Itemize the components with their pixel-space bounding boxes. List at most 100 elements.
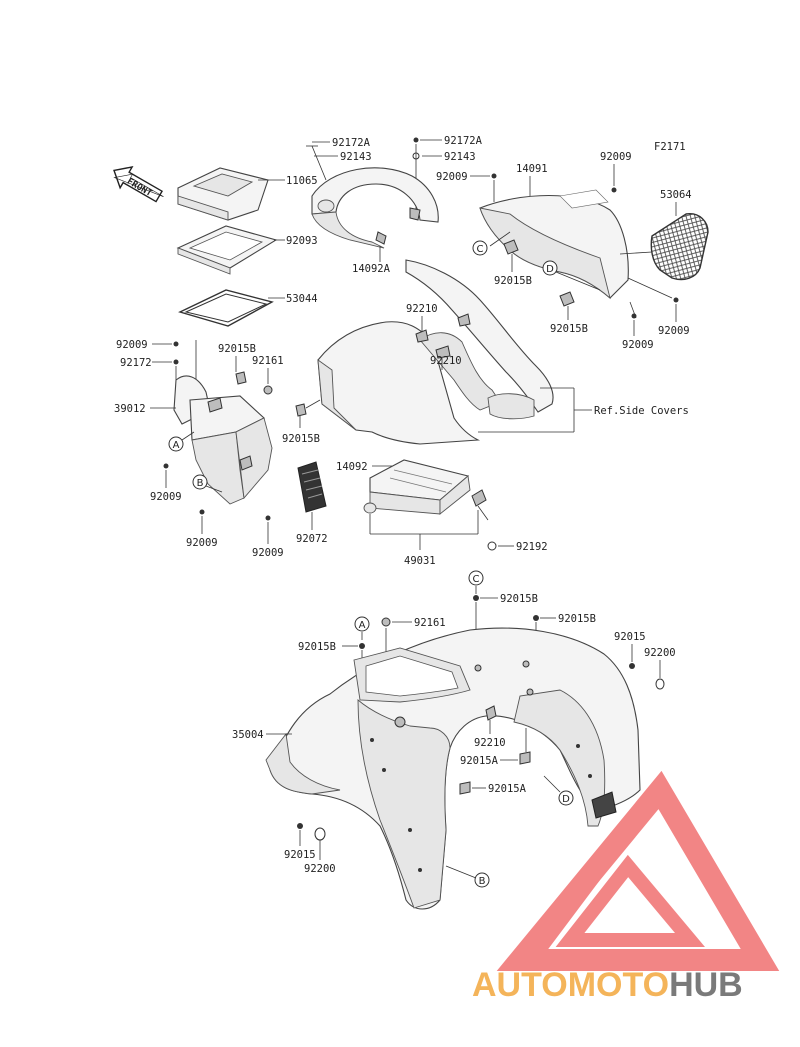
clip-icon [485, 705, 497, 721]
grommet-icon [629, 663, 635, 669]
bolt-icon [611, 187, 617, 193]
svg-text:A: A [173, 440, 180, 451]
label-11065: 11065 [286, 175, 318, 187]
label-92200-r: 92200 [644, 647, 676, 659]
washer-icon [655, 678, 665, 690]
callout-B-left [192, 474, 208, 490]
label-92143-1: 92143 [340, 151, 372, 163]
part-92093-gasket [176, 225, 278, 275]
part-35004-rear-fender [265, 627, 641, 910]
label-53064: 53064 [660, 189, 692, 201]
front-arrow-icon: FRONT [113, 166, 164, 203]
clip-icon [415, 329, 429, 343]
grommet-icon [459, 781, 471, 795]
label-92015B-lower: 92015B [298, 641, 336, 653]
label-92009-c: 92009 [252, 547, 284, 559]
callout-C-top [472, 240, 488, 256]
grommet-icon [503, 239, 519, 255]
bolt-icon [265, 515, 271, 521]
part-53064-mesh-grille [650, 213, 709, 281]
bolt-icon [163, 463, 169, 469]
callout-D-top [542, 260, 558, 276]
label-92015-r: 92015 [614, 631, 646, 643]
label-92015B-d: 92015B [558, 613, 596, 625]
part-53044-seal [178, 289, 274, 327]
label-92161-left: 92161 [252, 355, 284, 367]
label-92210-2: 92210 [430, 355, 462, 367]
cap-icon [381, 617, 391, 627]
label-92015B-top: 92015B [494, 275, 532, 287]
callout-C-bottom [468, 570, 484, 586]
grommet-icon [533, 615, 539, 621]
label-39012: 39012 [114, 403, 146, 415]
label-92072: 92072 [296, 533, 328, 545]
label-92009-b: 92009 [186, 537, 218, 549]
svg-text:B: B [197, 478, 204, 489]
grommet-icon [519, 751, 531, 765]
callout-B-bottom [474, 872, 490, 888]
part-side-strip [405, 259, 554, 420]
callout-D-bottom [558, 790, 574, 806]
label-92015B-left2: 92015B [282, 433, 320, 445]
label-49031: 49031 [404, 555, 436, 567]
label-92172A-2: 92172A [444, 135, 483, 147]
grommet-icon [559, 291, 575, 307]
clip-icon [435, 345, 451, 359]
svg-text:C: C [473, 574, 480, 585]
label-92093: 92093 [286, 235, 318, 247]
part-92072-rubber-pad [297, 461, 327, 513]
svg-text:A: A [359, 620, 366, 631]
label-92015B-c: 92015B [500, 593, 538, 605]
label-92009-top2: 92009 [600, 151, 632, 163]
part-39012-bracket [173, 375, 273, 505]
bolt-icon [413, 137, 419, 143]
bolt-icon [297, 823, 303, 829]
cap-icon [263, 385, 273, 395]
label-14091: 14091 [516, 163, 548, 175]
bolt-icon [199, 509, 205, 515]
label-92143-2: 92143 [444, 151, 476, 163]
svg-text:C: C [477, 244, 484, 255]
label-35004: 35004 [232, 729, 264, 741]
label-92192: 92192 [516, 541, 548, 553]
label-92015A-1: 92015A [460, 755, 499, 767]
part-14092A-top-cover [311, 167, 439, 249]
label-92172A-1: 92172A [332, 137, 371, 149]
callout-A-left [168, 436, 184, 452]
label-92161-lower: 92161 [414, 617, 446, 629]
part-14092-storage-lid [369, 459, 471, 515]
bolt-icon [173, 341, 179, 347]
bolt-icon [491, 173, 497, 179]
automotohub-logo-icon [496, 770, 780, 971]
bolt-icon [631, 313, 637, 319]
callout-A-bottom [354, 616, 370, 632]
grommet-icon [363, 502, 377, 514]
label-92210-1: 92210 [406, 303, 438, 315]
label-92015A-2: 92015A [488, 783, 527, 795]
bolt-icon [673, 297, 679, 303]
label-53044: 53044 [286, 293, 318, 305]
grommet-icon [473, 595, 479, 601]
ref-side-covers-note: Ref.Side Covers [594, 405, 689, 417]
label-92015-l: 92015 [284, 849, 316, 861]
label-92009-right2: 92009 [622, 339, 654, 351]
cap-icon [487, 541, 497, 551]
label-92200-l: 92200 [304, 863, 336, 875]
label-92210-lower: 92210 [474, 737, 506, 749]
grommet-icon [359, 643, 365, 649]
grommet-icon [295, 403, 307, 417]
latch-icon [471, 489, 487, 507]
part-center-fender-panel [317, 321, 501, 445]
part-11065-tray [177, 167, 269, 221]
svg-text:B: B [479, 876, 486, 887]
label-14092A: 14092A [352, 263, 391, 275]
grommet-icon [235, 371, 247, 385]
part-14091-side-cover [479, 189, 629, 300]
label-14092: 14092 [336, 461, 368, 473]
svg-text:D: D [546, 264, 554, 275]
svg-text:D: D [562, 794, 570, 805]
label-92009-right: 92009 [658, 325, 690, 337]
label-92009-left: 92009 [116, 339, 148, 351]
